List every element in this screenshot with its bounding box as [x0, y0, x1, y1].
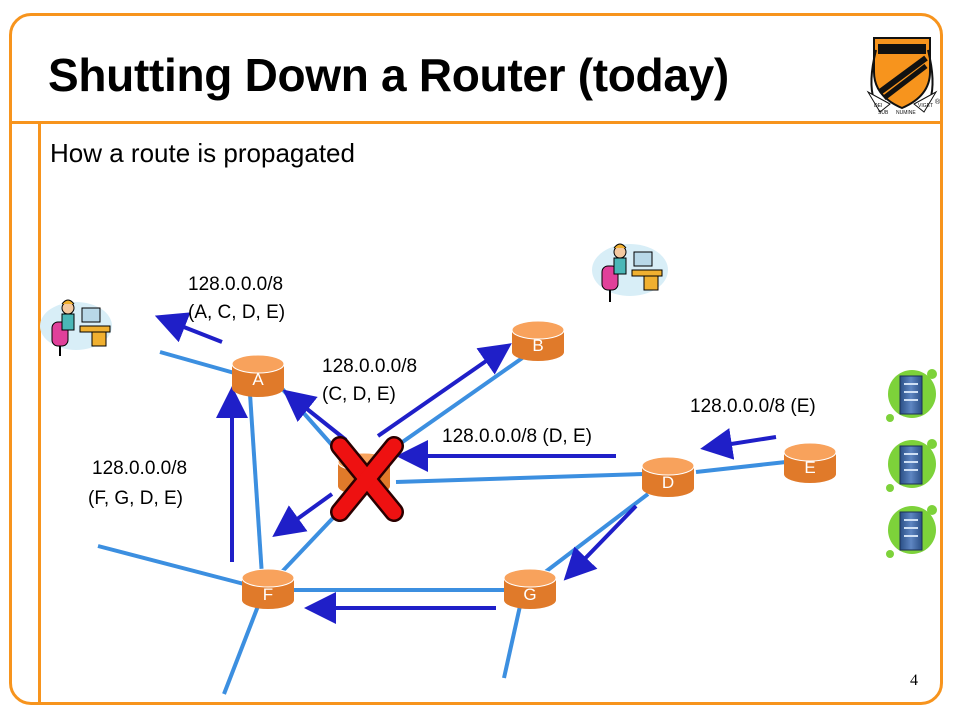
- router-d: D: [641, 456, 695, 497]
- route-label-to-host-line1: 128.0.0.0/8: [188, 274, 283, 295]
- router-a: A: [231, 354, 285, 397]
- server-icon: [886, 369, 937, 422]
- router-f: F: [241, 568, 295, 609]
- slide-title: Shutting Down a Router (today): [48, 49, 729, 101]
- link-f-external-left: [97, 544, 245, 586]
- route-arrows: [154, 312, 777, 624]
- link-d-g: [538, 492, 650, 578]
- router-label: A: [252, 370, 264, 389]
- user-computer-icon: [40, 299, 112, 356]
- link-host-a: [159, 350, 239, 376]
- link-a-f: [248, 393, 264, 577]
- router-e: E: [783, 442, 837, 483]
- left-divider: [38, 124, 41, 702]
- arrow-a-to-host: [154, 312, 223, 344]
- router-label: B: [532, 336, 543, 355]
- arrow-c-to-b: [376, 343, 512, 438]
- router-down-cross-icon: [330, 436, 404, 522]
- motto-word: SUB: [878, 110, 889, 116]
- router-label: F: [263, 585, 273, 604]
- arrow-c-to-f: [272, 492, 334, 538]
- router-b: B: [511, 320, 565, 361]
- route-label-f-a-line1: 128.0.0.0/8: [92, 458, 187, 479]
- router-g: G: [503, 568, 557, 609]
- route-label-f-a-line2: (F, G, D, E): [88, 488, 183, 509]
- arrow-e-to-d: [700, 428, 777, 460]
- motto-word: NUMINE: [896, 110, 916, 116]
- server-icon: [886, 439, 937, 492]
- user-computer-icon: [592, 243, 668, 302]
- princeton-shield-logo: DEI SUB NUMINE VIGET ®: [866, 37, 941, 116]
- link-g-external-down: [502, 605, 522, 679]
- page-number: 4: [910, 672, 918, 689]
- route-label-d-c: 128.0.0.0/8 (D, E): [442, 426, 592, 447]
- slide-frame: [9, 13, 943, 705]
- svg-text:®: ®: [935, 98, 941, 106]
- arrow-d-to-g: [563, 504, 638, 581]
- server-icon: [886, 505, 937, 558]
- router-label: E: [804, 458, 815, 477]
- motto-word: VIGET: [918, 103, 933, 109]
- link-f-external-down: [222, 605, 260, 695]
- network-links: [97, 350, 787, 695]
- slide-bullet: How a route is propagated: [50, 138, 355, 168]
- route-label-c-a-line2: (C, D, E): [322, 384, 396, 405]
- route-labels: 128.0.0.0/8 (A, C, D, E) 128.0.0.0/8 (C,…: [88, 274, 816, 509]
- router-label: G: [523, 585, 536, 604]
- link-c-d: [395, 472, 645, 484]
- route-label-c-a-line1: 128.0.0.0/8: [322, 356, 417, 377]
- route-label-e-d: 128.0.0.0/8 (E): [690, 396, 816, 417]
- link-d-e: [695, 460, 787, 474]
- arrow-c-to-a: [282, 389, 348, 442]
- motto-word: DEI: [874, 103, 882, 109]
- title-divider: [12, 121, 940, 124]
- route-label-to-host-line2: (A, C, D, E): [188, 302, 285, 323]
- router-label: D: [662, 473, 674, 492]
